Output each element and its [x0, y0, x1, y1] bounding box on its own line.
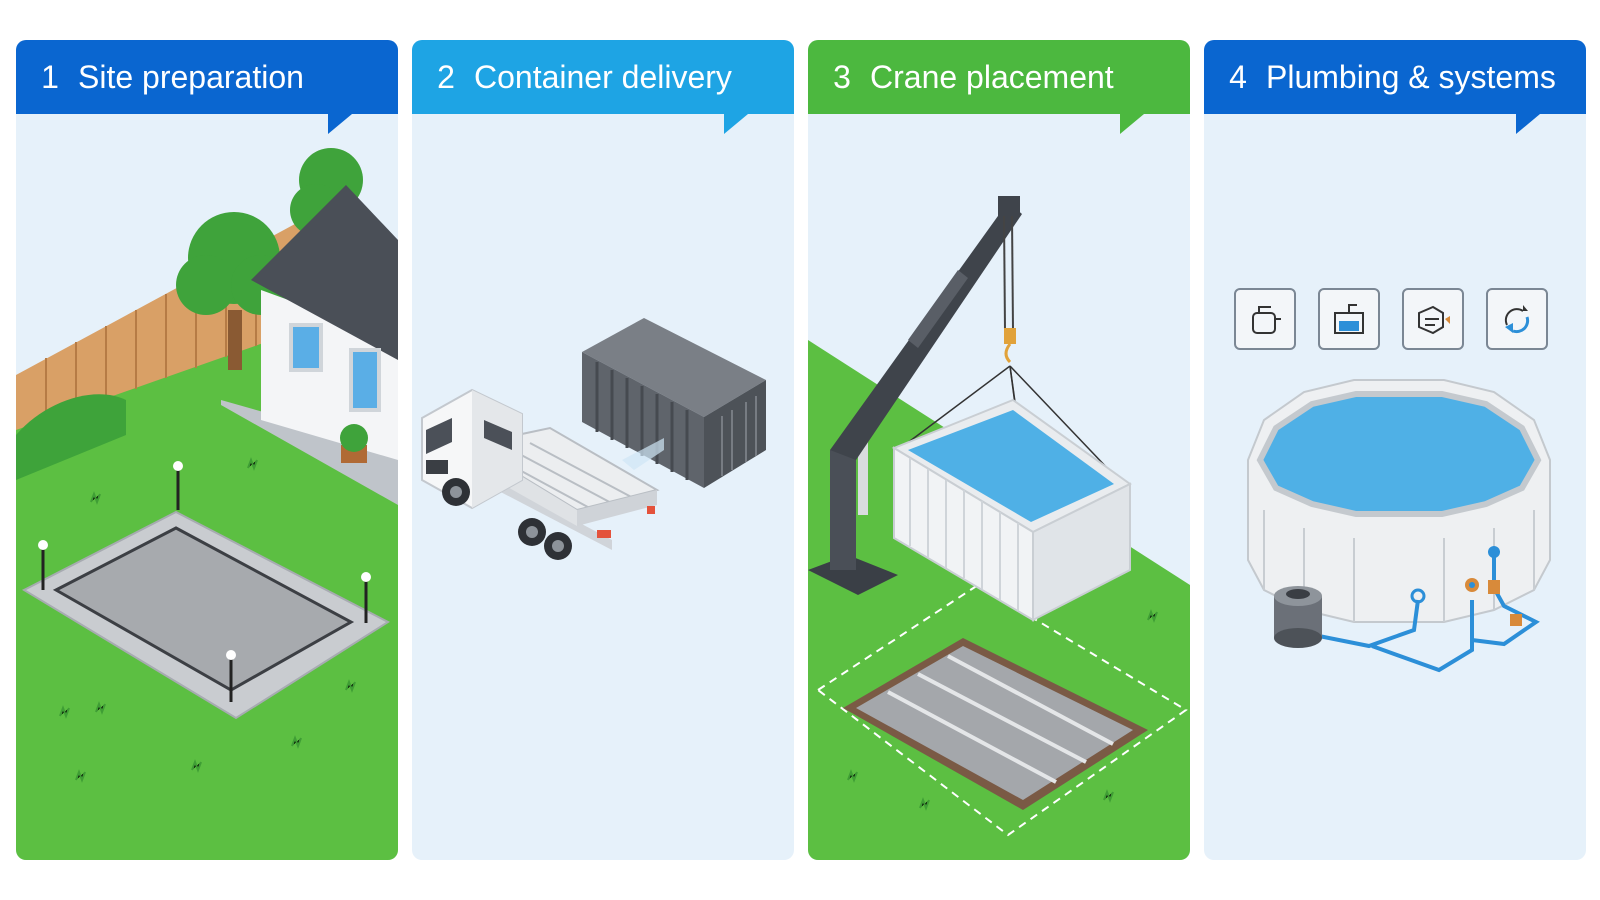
- container-delivery-illustration: [421, 318, 766, 560]
- pipe-fittings: [1410, 546, 1522, 626]
- filter-pump-icon: [1234, 288, 1296, 350]
- site-preparation-illustration: [16, 148, 398, 860]
- header-pointer: [1516, 114, 1540, 134]
- mobile-crane: [808, 196, 1022, 595]
- filter-pump: [1274, 586, 1322, 648]
- foundation-slab: [843, 638, 1148, 810]
- step-panel-site-preparation: 1 Site preparation: [16, 40, 398, 860]
- step-number: 1: [41, 58, 59, 95]
- corner-stakes: [38, 461, 371, 702]
- step-panel-container-delivery: 2 Container delivery: [412, 40, 794, 860]
- tree: [176, 212, 291, 370]
- grass-tufts: [847, 609, 1158, 811]
- step-header: 3 Crane placement: [808, 40, 1190, 114]
- circulation-pump-icon: [1402, 288, 1464, 350]
- flatbed-truck: [421, 388, 660, 560]
- header-pointer: [724, 114, 748, 134]
- hedge: [16, 394, 126, 480]
- water-heater-icon: [1318, 288, 1380, 350]
- header-pointer: [328, 114, 352, 134]
- crane-placement-illustration: [808, 196, 1190, 860]
- step-title: Crane placement: [870, 58, 1114, 95]
- step-number: 2: [437, 58, 455, 95]
- step-number: 3: [833, 58, 851, 95]
- grass-tufts: [59, 457, 356, 783]
- house: [221, 185, 398, 505]
- gravel-foundation-pad: [21, 510, 391, 720]
- header-pointer: [1120, 114, 1144, 134]
- container-pool: [891, 398, 1132, 622]
- recirculation-icon: [1486, 288, 1548, 350]
- step-title: Container delivery: [474, 58, 732, 95]
- step-header: 1 Site preparation: [16, 40, 398, 114]
- plumbing-systems-illustration: [1247, 379, 1551, 673]
- step-number: 4: [1229, 58, 1247, 95]
- step-panel-plumbing-systems: 4 Plumbing & systems: [1204, 40, 1586, 860]
- step-panel-crane-placement: 3 Crane placement: [808, 40, 1190, 860]
- above-ground-pool: [1247, 379, 1551, 623]
- step-title: Plumbing & systems: [1266, 58, 1556, 95]
- step-header: 2 Container delivery: [412, 40, 794, 114]
- shipping-container: [582, 318, 766, 488]
- step-header: 4 Plumbing & systems: [1204, 40, 1586, 114]
- placement-boundary: [816, 583, 1188, 837]
- step-title: Site preparation: [78, 58, 304, 95]
